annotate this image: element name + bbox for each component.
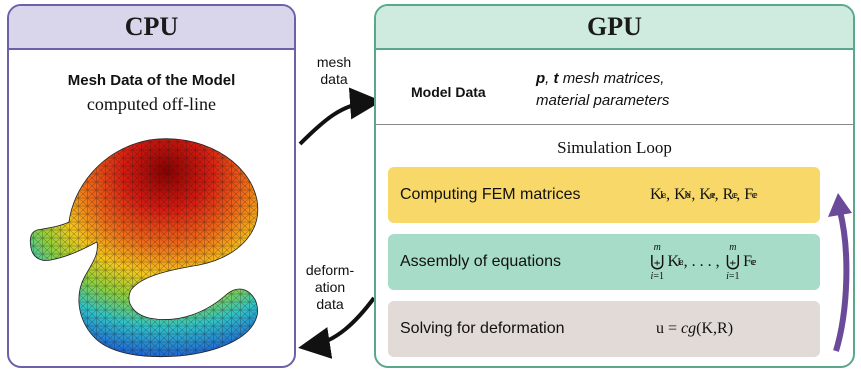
mesh-data-label-line2: data xyxy=(320,71,348,87)
model-data-line1: p, t mesh matrices, xyxy=(536,70,665,87)
data-transfer-arrows xyxy=(298,87,376,359)
simulation-loop-title: Simulation Loop xyxy=(557,138,672,157)
step-solve-label: Solving for deformation xyxy=(400,320,565,337)
deformation-data-label-line1: deform- xyxy=(305,262,355,278)
t-symbol: t xyxy=(553,70,559,87)
deformation-data-label-line2: ation xyxy=(314,279,346,295)
model-data-description: p, t mesh matrices, material parameters xyxy=(536,68,736,112)
simulation-loop-arrow xyxy=(828,193,852,352)
model-data-line1-text: mesh matrices, xyxy=(562,70,665,87)
mesh-data-label: mesh data xyxy=(309,54,359,88)
gpu-title: GPU xyxy=(376,6,853,50)
model-data-label: Model Data xyxy=(411,84,486,100)
step-assembly-label: Assembly of equations xyxy=(400,253,561,270)
gpu-panel: GPU Model Data p, t mesh matrices, mater… xyxy=(374,4,855,368)
deformation-data-arrow xyxy=(298,296,376,359)
cpu-title: CPU xyxy=(9,6,294,50)
solve-formula: u = cg(K,R) xyxy=(656,320,734,337)
p-symbol: p xyxy=(536,70,546,87)
cpu-panel: CPU Mesh Data of the Model computed off-… xyxy=(7,4,296,368)
deformation-data-label: deform- ation data xyxy=(299,262,361,313)
mesh-data-label-line1: mesh xyxy=(316,54,352,70)
model-data-line2: material parameters xyxy=(536,92,670,109)
deformation-data-label-line3: data xyxy=(316,296,344,312)
step-solving-for-deformation: Solving for deformation u = cg(K,R) xyxy=(388,301,820,357)
mesh-data-arrow xyxy=(298,87,376,146)
step-fem-label: Computing FEM matrices xyxy=(400,186,581,203)
divider xyxy=(376,124,853,125)
stomach-mesh-model-image xyxy=(29,138,259,358)
cpu-mesh-data-title: Mesh Data of the Model xyxy=(67,72,236,89)
cpu-mesh-data-subtitle: computed off-line xyxy=(86,94,217,114)
